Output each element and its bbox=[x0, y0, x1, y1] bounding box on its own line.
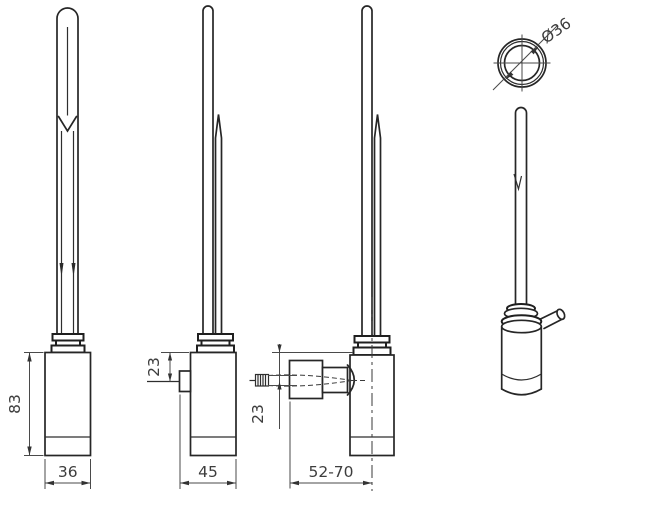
side-housing-body bbox=[189, 351, 237, 457]
top-view: Ø36 bbox=[492, 14, 574, 92]
elbow-depth-label: 52-70 bbox=[308, 463, 353, 481]
elbow-offset-label: 23 bbox=[249, 404, 267, 424]
top-diameter-dimension: Ø36 bbox=[492, 14, 574, 91]
front-inner-tip-right bbox=[71, 263, 76, 277]
front-height-label: 83 bbox=[6, 394, 24, 414]
side-offset-dimension: 23 bbox=[145, 352, 189, 382]
front-tube-outline bbox=[56, 7, 79, 335]
persp-side-tube bbox=[538, 308, 566, 330]
elbow-depth-dimension: 52-70 bbox=[289, 401, 372, 489]
front-width-dimension: 36 bbox=[44, 459, 91, 489]
side-offset-label: 23 bbox=[145, 357, 163, 377]
elbow-cable-connector bbox=[249, 373, 270, 387]
persp-tube-notch bbox=[513, 173, 523, 192]
persp-tube-outline bbox=[514, 106, 528, 309]
front-collar bbox=[50, 333, 86, 354]
persp-housing-body bbox=[500, 325, 543, 396]
elbow-cable-ext-ticks bbox=[268, 375, 297, 386]
side-tube-outline bbox=[202, 5, 214, 335]
side-blade bbox=[214, 114, 223, 335]
top-crosshair bbox=[493, 34, 551, 92]
elbow-gland-neck bbox=[321, 366, 349, 394]
front-height-dimension: 83 bbox=[6, 352, 44, 456]
perspective-view bbox=[500, 106, 566, 396]
persp-collar bbox=[500, 303, 543, 334]
top-diameter-label: Ø36 bbox=[538, 14, 574, 47]
side-view: 23 45 bbox=[145, 5, 237, 489]
elbow-gland-body bbox=[288, 359, 324, 400]
front-inner-tip-left bbox=[59, 263, 64, 277]
front-housing-body bbox=[44, 351, 92, 457]
elbow-offset-dimension: 23 bbox=[249, 344, 353, 429]
front-view: 83 36 bbox=[6, 7, 92, 489]
elbow-tube-outline bbox=[361, 5, 373, 337]
front-tube-inner-walls bbox=[60, 131, 75, 334]
side-depth-dimension: 45 bbox=[179, 394, 237, 489]
elbow-blade bbox=[373, 114, 382, 337]
front-tube-notch bbox=[57, 115, 78, 133]
side-cable-gland bbox=[178, 370, 192, 393]
elbow-view: 23 52-70 bbox=[249, 5, 395, 491]
side-depth-label: 45 bbox=[198, 463, 218, 481]
front-width-label: 36 bbox=[58, 463, 78, 481]
side-collar bbox=[196, 333, 235, 354]
